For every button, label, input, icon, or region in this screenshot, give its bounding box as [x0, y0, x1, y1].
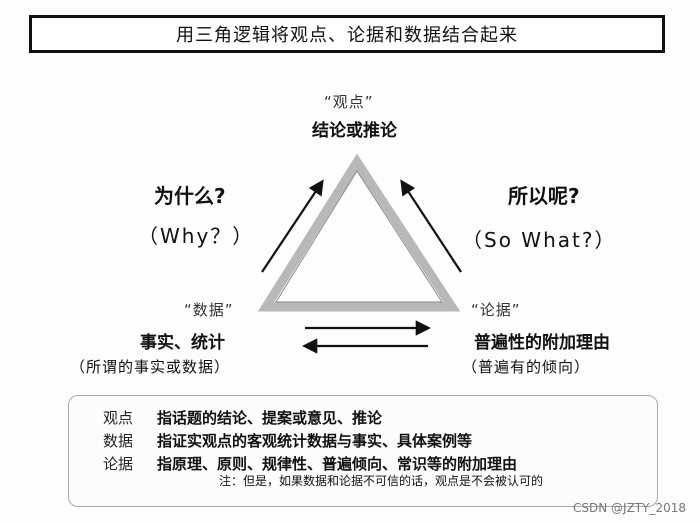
- warrant-tag: “论据”: [471, 301, 521, 319]
- data-label: 事实、统计: [140, 333, 225, 353]
- claim-label: 结论或推论: [312, 121, 397, 141]
- page-title: 用三角逻辑将观点、论据和数据结合起来: [176, 25, 518, 46]
- legend-note: 注：但是，如果数据和论据不可信的话，观点是不会被认可的: [219, 474, 544, 488]
- legend-def-data: 指证实观点的客观统计数据与事实、具体案例等: [157, 432, 473, 450]
- legend-box: 观点 指话题的结论、提案或意见、推论 数据 指证实观点的客观统计数据与事实、具体…: [68, 395, 658, 507]
- data-tag: “数据”: [184, 301, 234, 319]
- title-box: 用三角逻辑将观点、论据和数据结合起来: [29, 15, 665, 53]
- claim-tag: “观点”: [324, 93, 374, 111]
- arrow-so-what: [400, 179, 462, 273]
- legend-def-warrant: 指原理、原则、规律性、普遍倾向、常识等的附加理由: [157, 455, 518, 473]
- warrant-note: （普遍有的倾向）: [462, 358, 591, 376]
- arrow-why: [261, 179, 324, 273]
- why-question: 为什么?: [154, 184, 226, 208]
- so-what-english: （So What?）: [462, 228, 617, 252]
- data-note: （所谓的事实或数据）: [70, 358, 231, 376]
- triangle-outer: [257, 153, 461, 312]
- triangle-inner: [275, 170, 443, 303]
- warrant-label: 普遍性的附加理由: [474, 333, 610, 353]
- legend-term-data: 数据: [103, 432, 134, 450]
- watermark: CSDN @JZTY_2018: [573, 501, 686, 515]
- why-english: （Why？）: [138, 224, 255, 248]
- legend-term-claim: 观点: [103, 409, 134, 427]
- legend-def-claim: 指话题的结论、提案或意见、推论: [157, 409, 383, 427]
- so-what-question: 所以呢?: [508, 184, 580, 208]
- legend-term-warrant: 论据: [103, 455, 134, 473]
